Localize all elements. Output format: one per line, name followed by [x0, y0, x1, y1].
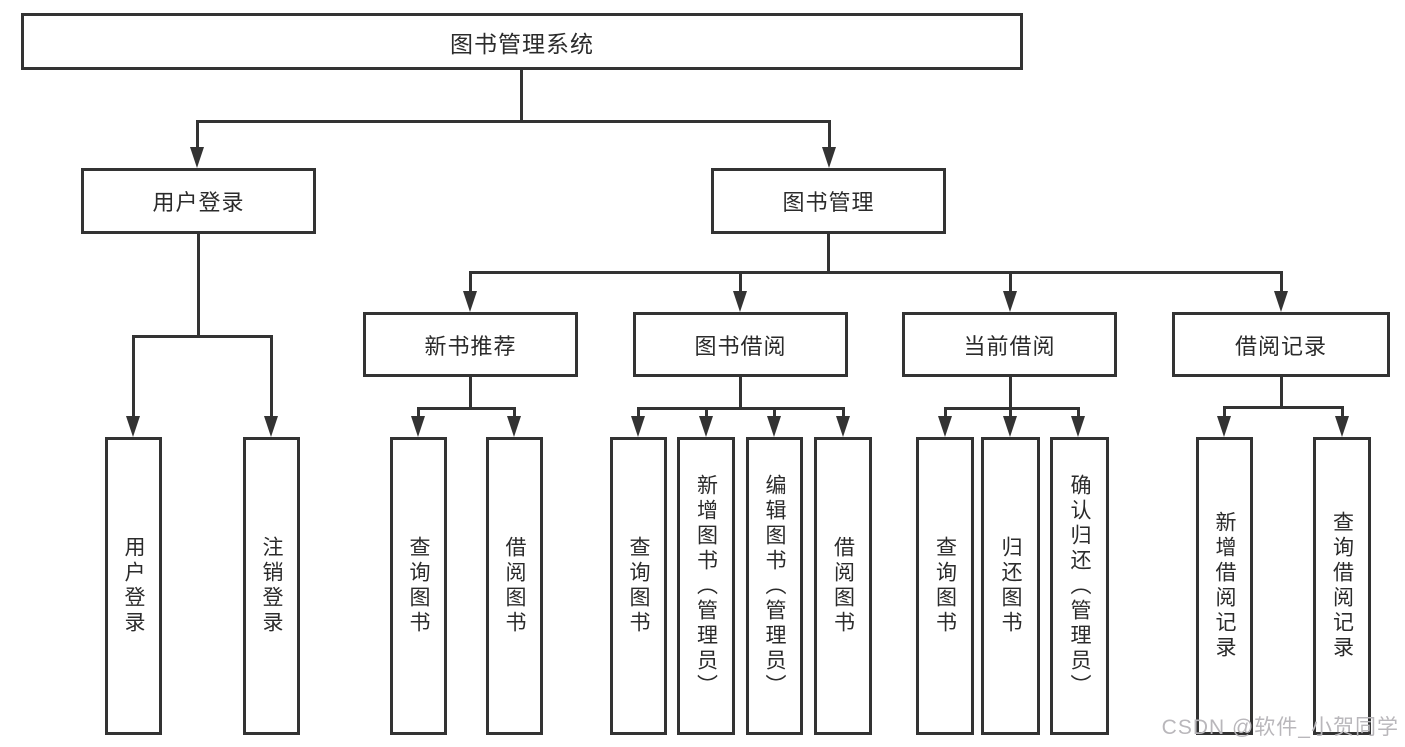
node-borrowing-records-label: 借阅记录: [1234, 333, 1327, 359]
connector-bookmgmt-stem: [827, 234, 830, 274]
arrowhead-leaf-logout: [264, 416, 278, 437]
arrowhead-current-borrowing: [1003, 291, 1017, 312]
leaf-user-login: 用户登录: [105, 437, 162, 735]
arrowhead-new-book-rec: [463, 291, 477, 312]
connector-drop-cb-confirm: [1077, 407, 1080, 421]
connector-root-stem: [520, 69, 523, 121]
arrowhead-br-add: [1217, 416, 1231, 437]
connector-drop-br-add: [1223, 406, 1226, 421]
connector-br-stem: [1280, 377, 1283, 408]
leaf-return-books: 归还图书: [981, 437, 1040, 735]
leaf-current-query-books: 查询图书: [916, 437, 974, 735]
arrowhead-book-borrowing: [733, 291, 747, 312]
connector-rec-rail: [417, 407, 516, 410]
connector-drop-current-borrowing: [1009, 271, 1012, 295]
leaf-add-borrow-record-label: 新增借阅记录: [1213, 511, 1236, 661]
leaf-query-borrow-record: 查询借阅记录: [1313, 437, 1371, 735]
leaf-add-borrow-record: 新增借阅记录: [1196, 437, 1253, 735]
connector-br-rail: [1223, 406, 1343, 409]
arrowhead-bb-borrow: [836, 416, 850, 437]
connector-drop-borrowing-records: [1280, 271, 1283, 295]
arrowhead-cb-confirm: [1071, 416, 1085, 437]
leaf-borrow-books: 借阅图书: [814, 437, 872, 735]
leaf-rec-borrow-books-label: 借阅图书: [503, 536, 526, 636]
leaf-edit-books-admin-label: 编辑图书（管理员）: [763, 473, 786, 699]
leaf-rec-query-books: 查询图书: [390, 437, 447, 735]
connector-root-rail: [196, 120, 831, 123]
connector-drop-leaf-logout: [270, 335, 273, 419]
connector-rec-stem: [469, 376, 472, 409]
node-current-borrowing: 当前借阅: [902, 312, 1117, 377]
leaf-logout-label: 注销登录: [260, 536, 283, 636]
connector-bb-rail: [637, 407, 845, 410]
connector-drop-cb-return: [1009, 407, 1012, 421]
connector-drop-book-mgmt: [828, 120, 831, 150]
arrowhead-book-mgmt: [822, 147, 836, 168]
leaf-borrow-query-books: 查询图书: [610, 437, 667, 735]
connector-drop-cb-query: [944, 407, 947, 421]
node-book-borrowing: 图书借阅: [633, 312, 848, 377]
leaf-logout: 注销登录: [243, 437, 300, 735]
node-book-management: 图书管理: [711, 168, 946, 234]
arrowhead-cb-query: [938, 416, 952, 437]
connector-cb-rail: [944, 407, 1080, 410]
leaf-user-login-label: 用户登录: [122, 536, 145, 636]
node-new-book-recommend-label: 新书推荐: [424, 333, 517, 359]
leaf-confirm-return-admin-label: 确认归还（管理员）: [1068, 473, 1091, 699]
connector-drop-br-query: [1341, 406, 1344, 421]
leaf-add-books-admin: 新增图书（管理员）: [677, 437, 735, 735]
connector-drop-rec-query: [417, 407, 420, 421]
node-book-management-label: 图书管理: [782, 190, 875, 215]
connector-drop-bb-query: [637, 407, 640, 421]
connector-drop-leaf-user-login: [132, 335, 135, 419]
leaf-add-books-admin-label: 新增图书（管理员）: [694, 473, 718, 699]
arrowhead-user-login: [190, 147, 204, 168]
connector-drop-new-book-rec: [469, 271, 472, 295]
arrowhead-leaf-user-login: [126, 416, 140, 437]
leaf-borrow-books-label: 借阅图书: [831, 536, 855, 636]
leaf-rec-query-books-label: 查询图书: [407, 536, 430, 636]
connector-userlogin-stem: [197, 234, 200, 338]
connector-bb-stem: [739, 376, 742, 409]
csdn-watermark: CSDN @软件_小贺同学: [1161, 716, 1399, 739]
connector-drop-book-borrowing: [739, 271, 742, 295]
arrowhead-rec-borrow: [507, 416, 521, 437]
connector-drop-bb-borrow: [842, 407, 845, 421]
arrowhead-br-query: [1335, 416, 1349, 437]
leaf-return-books-label: 归还图书: [999, 536, 1022, 636]
arrowhead-cb-return: [1003, 416, 1017, 437]
arrowhead-bb-add: [699, 416, 713, 437]
leaf-query-borrow-record-label: 查询借阅记录: [1330, 511, 1354, 661]
arrowhead-borrowing-records: [1274, 291, 1288, 312]
node-borrowing-records: 借阅记录: [1172, 312, 1390, 377]
connector-drop-bb-add: [705, 407, 708, 421]
arrowhead-rec-query: [411, 416, 425, 437]
connector-userlogin-rail: [132, 335, 273, 338]
node-root: 图书管理系统: [21, 13, 1023, 70]
connector-bookmgmt-rail: [469, 271, 1282, 274]
leaf-borrow-query-books-label: 查询图书: [627, 536, 650, 636]
connector-cb-stem: [1009, 376, 1012, 409]
node-new-book-recommend: 新书推荐: [363, 312, 578, 377]
leaf-confirm-return-admin: 确认归还（管理员）: [1050, 437, 1109, 735]
arrowhead-bb-query: [631, 416, 645, 437]
leaf-rec-borrow-books: 借阅图书: [486, 437, 543, 735]
node-root-label: 图书管理系统: [450, 30, 594, 57]
leaf-edit-books-admin: 编辑图书（管理员）: [746, 437, 803, 735]
node-user-login-group-label: 用户登录: [152, 190, 245, 215]
leaf-current-query-books-label: 查询图书: [933, 536, 957, 636]
arrowhead-bb-edit: [767, 416, 781, 437]
node-user-login-group: 用户登录: [81, 168, 316, 234]
node-book-borrowing-label: 图书借阅: [694, 333, 787, 359]
node-current-borrowing-label: 当前借阅: [963, 333, 1056, 359]
connector-drop-user-login: [196, 120, 199, 150]
connector-drop-bb-edit: [773, 407, 776, 421]
connector-drop-rec-borrow: [513, 407, 516, 421]
